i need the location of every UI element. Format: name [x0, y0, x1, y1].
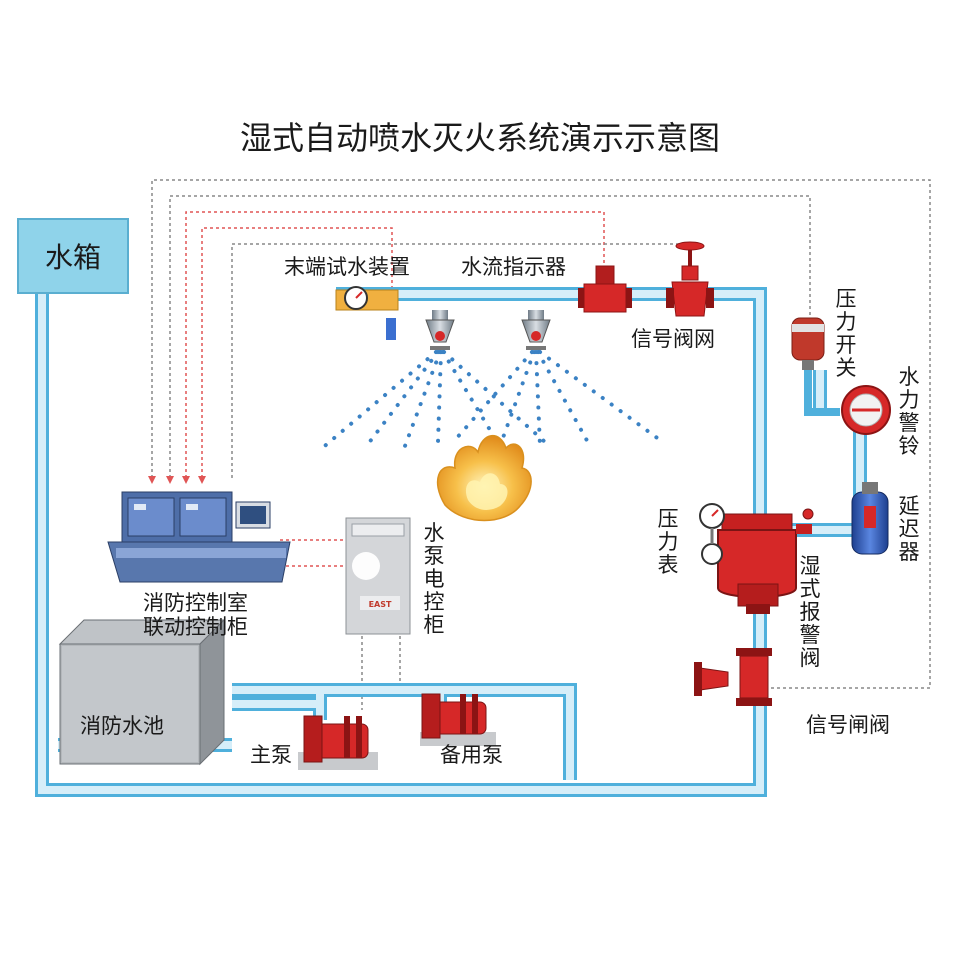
signal-line-pressure-switch: [169, 195, 811, 478]
pressure-gauge-icon: [699, 503, 725, 565]
water-alarm-bell-label: 水力警铃: [898, 365, 920, 458]
wet-alarm-valve-icon: [717, 508, 814, 614]
water-alarm-bell-icon: [841, 385, 891, 435]
diagram-title: 湿式自动喷水灭火系统演示示意图: [239, 119, 720, 157]
pressure-switch-label: 压力开关: [835, 287, 857, 380]
signal-valve-top-label: 信号阀网: [631, 327, 715, 351]
control-console-icon: [107, 491, 291, 583]
water-flow-indicator-icon: [578, 265, 632, 313]
signal-gate-valve-icon: [694, 648, 772, 706]
pump-control-cabinet-icon: [345, 517, 411, 635]
control-room-label-line1: 消防控制室: [143, 591, 248, 615]
signal-lines: [151, 179, 931, 710]
pump-control-cabinet-label: 水泵电控柜: [423, 521, 445, 637]
sprinkler-head-left: [425, 310, 455, 350]
fire-pool-icon: [58, 618, 226, 766]
water-tank: 水箱: [17, 218, 129, 294]
fire-icon: [436, 435, 532, 522]
end-test-device: [335, 286, 399, 340]
cabinet-brand-label: EAST: [368, 600, 392, 609]
control-room-label-line2: 联动控制柜: [143, 615, 248, 639]
signal-line-outer: [151, 179, 931, 689]
retard-chamber-icon: [851, 482, 889, 555]
main-pump-label: 主泵: [250, 743, 292, 767]
wet-alarm-valve-label: 湿式报警阀: [799, 554, 821, 670]
water-flow-indicator-label: 水流指示器: [461, 255, 566, 279]
water-spray: [318, 350, 662, 452]
main-pump-icon: [298, 715, 378, 770]
backup-pump-icon: [420, 693, 496, 746]
backup-pump-label: 备用泵: [440, 743, 503, 767]
signal-arrows: [148, 476, 206, 484]
retard-chamber-label: 延迟器: [898, 494, 920, 564]
sprinkler-head-right: [521, 310, 551, 350]
signal-valve-top-icon: [666, 241, 714, 317]
signal-line-flow-indicator: [185, 211, 605, 478]
signal-line-signal-valve: [231, 243, 690, 478]
pressure-switch-icon: [791, 317, 840, 416]
end-test-device-label: 末端试水装置: [284, 255, 410, 279]
water-tank-label: 水箱: [44, 241, 101, 274]
signal-gate-valve-label: 信号闸阀: [806, 713, 890, 737]
fire-pool-label: 消防水池: [80, 714, 164, 738]
pressure-gauge-label: 压力表: [657, 507, 679, 577]
signal-line-end-test: [201, 227, 393, 478]
